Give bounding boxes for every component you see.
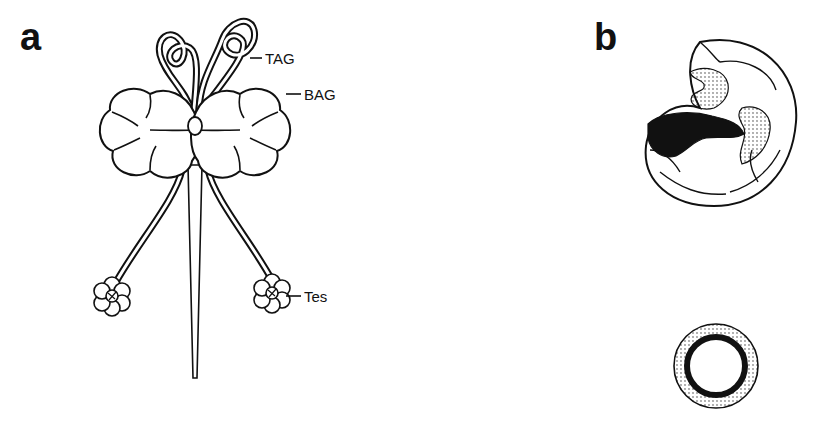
stippled-region [739,107,770,164]
testis [94,277,130,316]
inner-ring [687,337,745,395]
gland-outline [100,89,199,178]
vas-deferens [116,170,182,282]
vas-deferens [116,170,182,282]
gland-outline [191,89,290,178]
part-label: BAG [304,87,336,102]
accessory-gland-lobe [191,89,290,178]
stippled-region [690,68,728,109]
ejaculatory-duct [188,165,202,378]
vas-deferens [208,170,272,280]
panel-letter: a [20,18,41,56]
section-outline [646,40,797,206]
leader-line [286,93,301,95]
lobe-line [112,95,192,170]
part-label: TAG [265,51,295,66]
leader-lines [250,58,301,296]
dark-region [648,113,744,157]
vas-deferens [208,170,272,280]
gland-section [646,40,797,206]
leader-line [286,295,301,297]
panel-letter: b [594,18,617,56]
lobe-line [198,95,278,170]
accessory-gland-lobe [100,89,199,178]
bean-accessory-glands [100,89,290,178]
outer-ring [674,324,758,408]
testis [254,274,290,313]
duct-cross-section [674,324,758,408]
part-label: Tes [304,289,327,304]
gland-center [188,117,202,135]
leader-line [250,57,262,59]
